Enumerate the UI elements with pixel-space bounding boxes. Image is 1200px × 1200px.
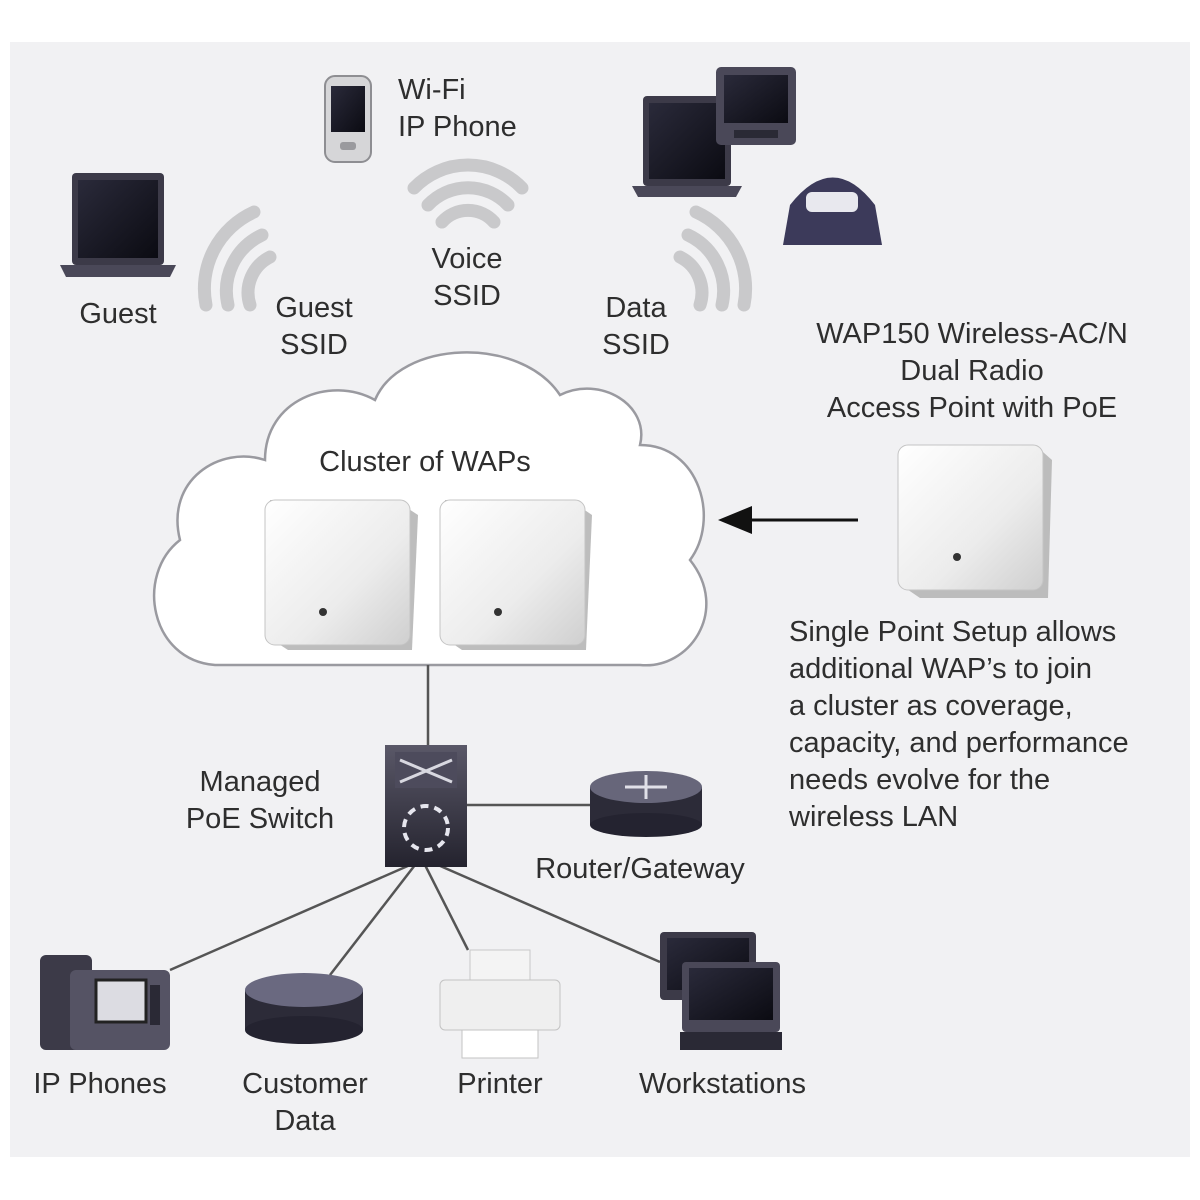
- camera-dome-icon: [783, 177, 882, 245]
- label-workstations: Workstations: [638, 1068, 807, 1100]
- printer-icon: [439, 949, 561, 1059]
- router-icon: [590, 771, 702, 837]
- laptop-icon: [60, 173, 176, 277]
- label-cluster: Cluster of WAPs: [319, 446, 531, 478]
- label-router: Router/Gateway: [535, 853, 745, 885]
- access-point-icon: [264, 499, 418, 650]
- wifi-wave-icon: [197, 205, 277, 312]
- network-switch-icon: [385, 745, 467, 867]
- database-icon: [245, 973, 363, 1044]
- desktop-monitor-icon: [716, 67, 796, 145]
- laptop-icon: [632, 96, 742, 197]
- access-point-icon: [439, 499, 592, 650]
- label-guest: Guest: [79, 298, 157, 330]
- wifi-wave-icon: [407, 158, 529, 229]
- label-ip-phones: IP Phones: [33, 1068, 167, 1100]
- wifi-wave-icon: [673, 205, 753, 312]
- workstation-icon: [660, 932, 782, 1050]
- access-point-icon: [897, 444, 1052, 598]
- connector-lines: [169, 665, 661, 976]
- desk-phone-icon: [40, 955, 170, 1050]
- smartphone-icon: [324, 75, 372, 163]
- label-printer: Printer: [457, 1068, 543, 1100]
- arrow-left-icon: [718, 506, 858, 534]
